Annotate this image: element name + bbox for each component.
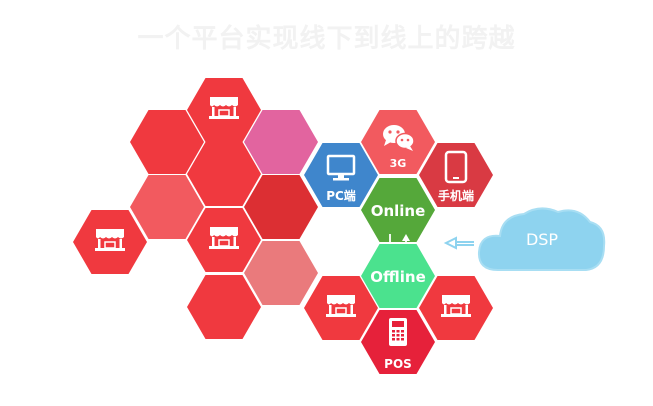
hex-pink-soft [244,241,318,305]
hex-wechat: 3G [361,110,435,174]
wechat-label: 3G [390,157,407,170]
hex-store-br-right [419,276,493,340]
hex-mobile: 手机端 [419,143,493,207]
arrow-left-icon [443,236,474,250]
offline-label: Offline [370,268,426,286]
hex-red-bottom [187,275,261,339]
cloud-icon: DSP [477,207,606,271]
hex-pc: PC端 [304,143,378,207]
hex-online: Online [361,178,435,242]
pos-label: POS [384,357,412,371]
hex-pos: POS [361,310,435,374]
hex-store-mid [187,208,261,272]
wechat-icon [383,125,415,151]
hex-red-dark [244,175,318,239]
hex-red-light [130,175,204,239]
dsp-label: DSP [526,230,558,249]
hex-offline: Offline [361,244,435,308]
page-title: 一个平台实现线下到线上的跨越 [137,24,516,54]
smartphone-icon [444,150,468,184]
pos-terminal-icon [389,318,407,346]
mobile-label: 手机端 [438,188,474,203]
monitor-icon [326,154,356,181]
online-label: Online [371,202,426,220]
pc-label: PC端 [326,188,356,203]
hex-store-left [73,210,147,274]
